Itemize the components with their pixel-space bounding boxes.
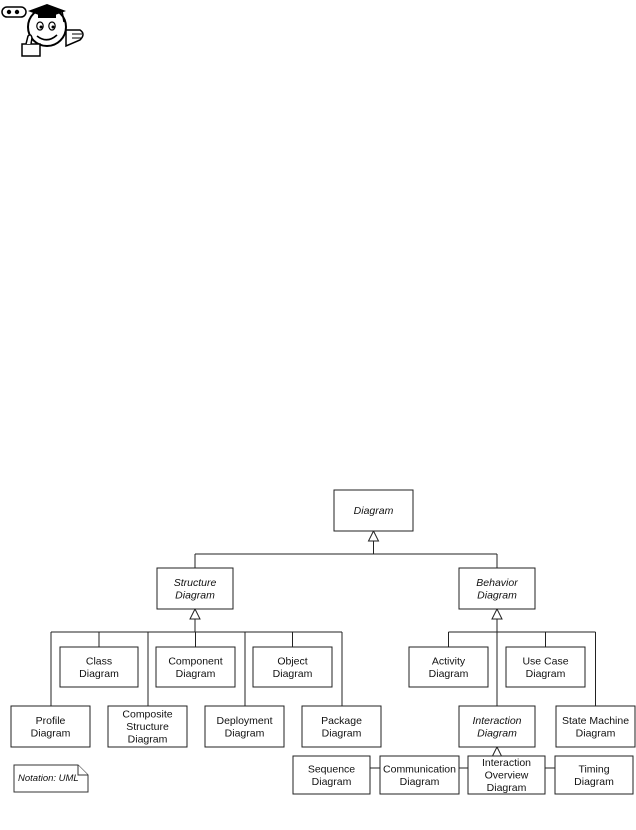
- node-activity-label: Activity: [432, 655, 466, 667]
- generalization-behavior: [448, 607, 596, 706]
- node-interaction-box: [458, 705, 536, 748]
- node-profile-label: Diagram: [31, 727, 71, 739]
- node-package-label: Package: [321, 715, 362, 727]
- node-class-label: Diagram: [79, 668, 119, 680]
- node-diagram: Diagram: [333, 489, 414, 532]
- node-component-label: Component: [168, 655, 222, 667]
- node-profile-box: [10, 705, 91, 748]
- node-structure-label: Diagram: [175, 589, 215, 601]
- node-communication-label: Communication: [383, 763, 456, 775]
- node-sequence-label: Diagram: [312, 776, 352, 788]
- generalization-arrowhead: [367, 529, 380, 542]
- node-behavior-box: [458, 567, 536, 610]
- node-overview-box: [467, 755, 546, 795]
- node-timing-box: [554, 755, 634, 795]
- node-statemachine-box: [555, 705, 636, 748]
- mascot-graduate-icon: [1, 4, 84, 57]
- node-object-label: Diagram: [273, 668, 313, 680]
- node-overview-label: Diagram: [487, 782, 527, 794]
- node-activity-label: Diagram: [429, 668, 469, 680]
- node-object-label: Object: [277, 655, 307, 667]
- node-timing-label: Timing: [578, 763, 609, 775]
- node-object-box: [252, 646, 333, 688]
- node-statemachine-label: Diagram: [576, 727, 616, 739]
- notation-note: Notation: UML: [13, 764, 89, 793]
- generalization-arrowhead: [189, 607, 201, 620]
- node-behavior-label: Behavior: [476, 577, 518, 589]
- node-package-box: [301, 705, 382, 748]
- node-behavior-label: Diagram: [477, 589, 517, 601]
- diagram-nodes: DiagramStructureDiagramBehaviorDiagramCl…: [10, 489, 636, 795]
- node-deployment-label: Diagram: [225, 727, 265, 739]
- node-statemachine-label: State Machine: [562, 715, 629, 727]
- node-usecase-box: [505, 646, 586, 688]
- node-usecase-label: Diagram: [526, 668, 566, 680]
- node-class-label: Class: [86, 655, 112, 667]
- node-composite-label: Composite: [122, 709, 172, 721]
- node-structure-box: [156, 567, 234, 610]
- node-composite-box: [107, 705, 188, 748]
- node-interaction-label: Interaction: [472, 715, 521, 727]
- node-sequence-label: Sequence: [308, 763, 355, 775]
- node-diagram-label: Diagram: [354, 505, 394, 517]
- node-component-label: Diagram: [176, 668, 216, 680]
- node-package-label: Diagram: [322, 727, 362, 739]
- node-composite-label: Structure: [126, 721, 169, 733]
- notation-note-text: Notation: UML: [18, 773, 79, 784]
- node-profile-label: Profile: [36, 715, 66, 727]
- node-timing-label: Diagram: [574, 776, 614, 788]
- generalization-arrowhead: [491, 607, 503, 620]
- node-communication-box: [379, 755, 460, 795]
- node-overview-label: Interaction: [482, 757, 531, 769]
- node-usecase-label: Use Case: [522, 655, 568, 667]
- node-composite-label: Diagram: [128, 734, 168, 746]
- node-deployment-label: Deployment: [216, 715, 272, 727]
- node-interaction-label: Diagram: [477, 727, 517, 739]
- node-activity-box: [408, 646, 489, 688]
- node-class-box: [59, 646, 139, 688]
- node-structure-label: Structure: [174, 577, 217, 589]
- node-component-box: [155, 646, 236, 688]
- generalization-structure: [50, 607, 343, 706]
- node-deployment-box: [204, 705, 285, 748]
- generalization-diagram: [194, 529, 498, 568]
- node-sequence-box: [292, 755, 371, 795]
- node-overview-label: Overview: [485, 770, 529, 782]
- node-communication-label: Diagram: [400, 776, 440, 788]
- node-diagram-box: [333, 489, 414, 532]
